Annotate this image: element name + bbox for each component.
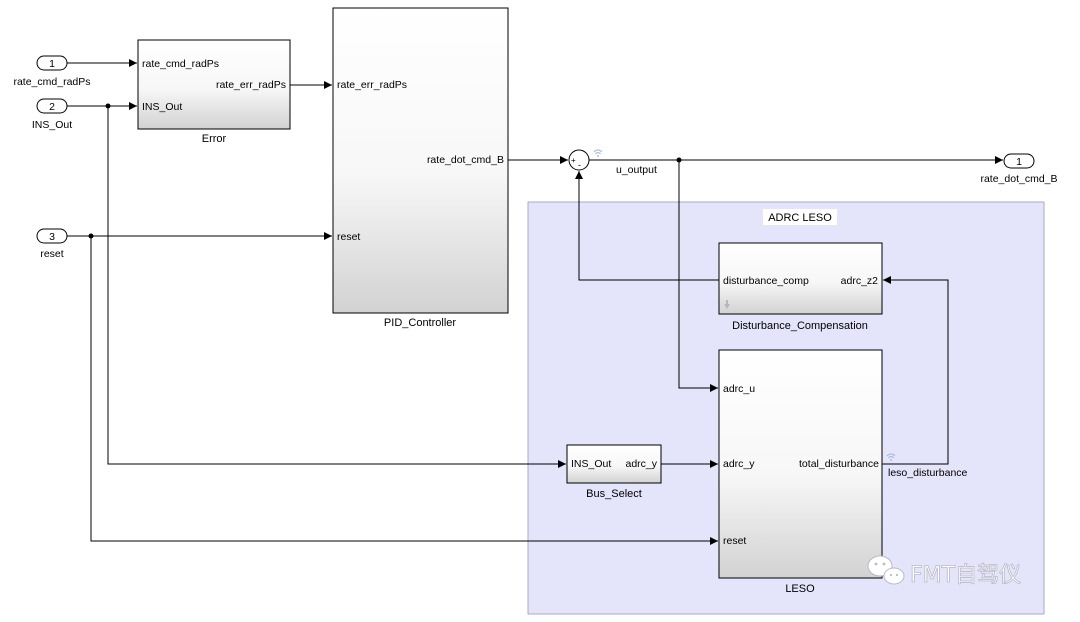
wire-u-output-to-leso[interactable] bbox=[678, 160, 718, 392]
inport-number: 2 bbox=[49, 101, 55, 113]
disturbance-port-adrc-z2: adrc_z2 bbox=[841, 275, 879, 287]
error-block-name: Error bbox=[202, 133, 227, 145]
watermark-text: FMT自驾仪 bbox=[910, 563, 1021, 588]
branch-point bbox=[105, 103, 111, 109]
leso-port-adrc-y: adrc_y bbox=[723, 458, 755, 470]
pid-port-reset: reset bbox=[337, 231, 360, 243]
bus-select-block-name: Bus_Select bbox=[586, 488, 642, 500]
adrc-leso-area-title-bg bbox=[763, 209, 837, 225]
down-arrow-icon bbox=[724, 300, 730, 309]
signal-label-u-output: u_output bbox=[616, 164, 657, 176]
outport-label: rate_dot_cmd_B bbox=[980, 173, 1057, 185]
inport-ins-out[interactable]: 2 INS_Out bbox=[32, 98, 72, 131]
inport-label: reset bbox=[40, 248, 63, 260]
inport-label: rate_cmd_radPs bbox=[13, 76, 90, 88]
error-port-rate-err-radps: rate_err_radPs bbox=[216, 79, 286, 91]
bus-select-port-ins-out: INS_Out bbox=[571, 458, 611, 470]
inport-label: INS_Out bbox=[32, 119, 72, 131]
pid-port-rate-dot-cmd-b: rate_dot_cmd_B bbox=[427, 154, 504, 166]
signal-log-icon bbox=[593, 149, 603, 157]
sum-sign-minus: - bbox=[578, 160, 581, 170]
signal-label-leso-disturbance: leso_disturbance bbox=[888, 467, 968, 479]
signal-log-icon bbox=[886, 453, 896, 461]
bus-select-port-adrc-y: adrc_y bbox=[625, 458, 657, 470]
leso-port-total-disturbance: total_disturbance bbox=[799, 458, 879, 470]
pid-controller-block[interactable]: rate_err_radPs reset rate_dot_cmd_B PID_… bbox=[332, 7, 509, 329]
disturbance-port-disturbance-comp: disturbance_comp bbox=[723, 275, 809, 287]
error-port-ins-out: INS_Out bbox=[142, 101, 182, 113]
sum-sign-plus: + bbox=[571, 156, 576, 165]
pid-block-name: PID_Controller bbox=[384, 317, 456, 329]
disturbance-block-name: Disturbance_Compensation bbox=[732, 320, 868, 332]
wire-disturbance-to-sum[interactable] bbox=[575, 171, 719, 281]
pid-port-rate-err-radps: rate_err_radPs bbox=[337, 79, 407, 91]
leso-port-reset: reset bbox=[723, 535, 746, 547]
inport-number: 1 bbox=[49, 58, 55, 70]
branch-point bbox=[88, 233, 94, 239]
bus-select-block[interactable]: INS_Out adrc_y Bus_Select bbox=[566, 444, 662, 500]
leso-block[interactable]: adrc_u adrc_y reset total_disturbance LE… bbox=[718, 349, 883, 595]
adrc-leso-area-title: ADRC LESO bbox=[768, 212, 832, 224]
error-block[interactable]: rate_cmd_radPs INS_Out rate_err_radPs Er… bbox=[137, 39, 291, 145]
sum-block[interactable]: + - bbox=[568, 149, 590, 171]
disturbance-compensation-block[interactable]: disturbance_comp adrc_z2 Disturbance_Com… bbox=[718, 242, 883, 332]
inport-rate-cmd-radps[interactable]: 1 rate_cmd_radPs bbox=[13, 55, 91, 88]
error-port-rate-cmd-radps: rate_cmd_radPs bbox=[142, 58, 219, 70]
inport-reset[interactable]: 3 reset bbox=[36, 228, 68, 260]
wire-ins-out-to-bus-select[interactable] bbox=[107, 106, 566, 468]
wechat-icon bbox=[867, 555, 905, 585]
leso-block-name: LESO bbox=[785, 583, 815, 595]
outport-number: 1 bbox=[1016, 156, 1022, 168]
leso-port-adrc-u: adrc_u bbox=[723, 383, 755, 395]
outport-rate-dot-cmd-b[interactable]: 1 rate_dot_cmd_B bbox=[980, 153, 1058, 185]
watermark: FMT自驾仪 bbox=[867, 555, 1021, 588]
inport-number: 3 bbox=[49, 231, 55, 243]
wire-reset-to-leso[interactable] bbox=[90, 236, 718, 545]
wire-leso-to-disturbance[interactable] bbox=[882, 276, 949, 465]
